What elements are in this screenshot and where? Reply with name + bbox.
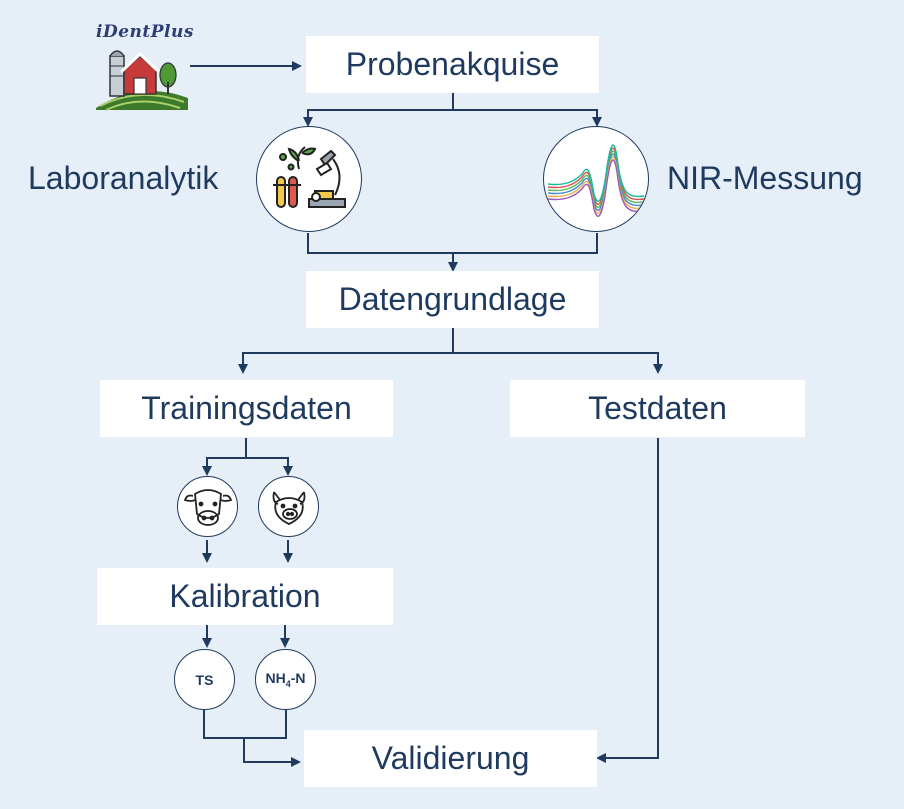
cow-circle (177, 476, 238, 537)
node-validierung: Validierung (304, 730, 597, 787)
cow-icon (183, 488, 232, 526)
arrow-merge-to-validierung (243, 738, 301, 767)
microscope-lab-icon (273, 146, 346, 208)
node-trainingsdaten: Trainingsdaten (100, 380, 393, 437)
arrow-probenakquise-to-nir (453, 109, 602, 127)
arrow-datengrundlage-to-training (238, 328, 454, 374)
node-probenakquise: Probenakquise (306, 36, 599, 93)
arrow-probenakquise-to-lab (303, 93, 454, 127)
node-datengrundlage: Datengrundlage (306, 271, 599, 328)
line-lab-to-merge (307, 233, 598, 254)
arrow-testdaten-to-validierung (596, 438, 659, 763)
nir-circle (543, 126, 649, 232)
nh4n-circle: NH4-N (255, 649, 316, 710)
line-ts-nh4n-merge (203, 710, 287, 739)
arrow-datengrundlage-to-test (453, 352, 663, 374)
arrow-training-to-pig (246, 457, 293, 476)
logo-text: iDentPlus (96, 22, 194, 42)
label-nir-messung: NIR-Messung (667, 160, 863, 196)
arrow-training-to-cow (202, 438, 247, 476)
pig-icon (272, 490, 305, 525)
node-testdaten: Testdaten (510, 380, 805, 437)
identplus-logo (90, 20, 200, 115)
ts-circle: TS (174, 649, 235, 710)
ts-label: TS (195, 671, 214, 688)
label-laboranalytik: Laboranalytik (28, 160, 219, 196)
nh4n-label: NH4-N (265, 670, 306, 689)
pig-circle (258, 476, 319, 537)
lab-circle (256, 126, 362, 232)
node-kalibration: Kalibration (97, 568, 393, 625)
farm-icon (96, 50, 188, 111)
nir-spectrum-icon (547, 144, 645, 217)
